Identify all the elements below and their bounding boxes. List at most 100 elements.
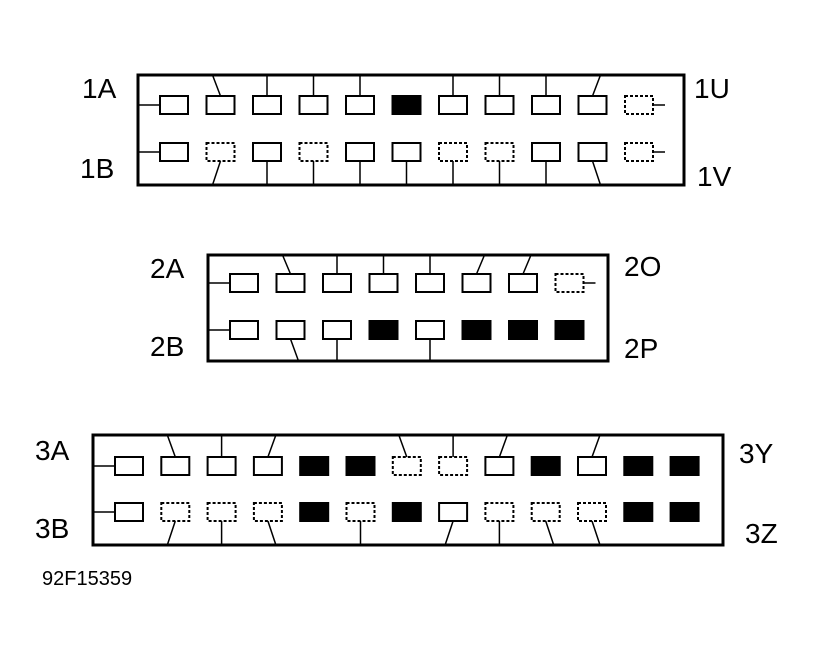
wire-1-top-10 bbox=[591, 74, 602, 97]
cavity-1-top-8 bbox=[484, 95, 515, 115]
connector-1-cavities bbox=[138, 74, 665, 186]
connector-3-cavities bbox=[93, 434, 700, 546]
cavity-3-top-12 bbox=[623, 456, 654, 476]
connector-2-housing bbox=[206, 253, 610, 363]
wire-3-bottom-10 bbox=[544, 520, 555, 546]
cavity-2-top-1 bbox=[229, 273, 259, 293]
wire-2-top-6 bbox=[475, 254, 486, 275]
cavity-2-bottom-2 bbox=[275, 320, 306, 340]
cavity-2-top-3 bbox=[322, 273, 352, 293]
cavity-1-bottom-3 bbox=[252, 142, 282, 162]
cavity-3-bottom-12 bbox=[623, 502, 654, 522]
cavity-3-top-13 bbox=[669, 456, 700, 476]
wire-3-top-4 bbox=[267, 434, 277, 458]
connector-1-housing bbox=[136, 73, 686, 187]
connector-3: 3A 3B 3Y 3Z bbox=[35, 433, 778, 549]
wire-1-bottom-2 bbox=[211, 160, 222, 186]
cavity-3-bottom-3 bbox=[206, 502, 237, 522]
label-3z: 3Z bbox=[745, 518, 778, 549]
connector-1: 1A 1B 1U 1V bbox=[80, 73, 732, 192]
cavity-1-top-6 bbox=[391, 95, 422, 115]
cavity-1-top-3 bbox=[252, 95, 282, 115]
cavity-2-top-6 bbox=[461, 273, 492, 293]
label-3a: 3A bbox=[35, 435, 70, 466]
figure-id: 92F15359 bbox=[42, 568, 132, 590]
cavity-3-top-1 bbox=[114, 456, 144, 476]
wire-2-top-2 bbox=[281, 254, 292, 275]
cavity-3-bottom-1 bbox=[114, 502, 144, 522]
wire-3-bottom-4 bbox=[267, 520, 277, 546]
cavity-3-bottom-8 bbox=[438, 502, 469, 522]
label-1a: 1A bbox=[82, 73, 117, 104]
cavity-2-top-8 bbox=[554, 273, 585, 293]
cavity-2-bottom-4 bbox=[368, 320, 399, 340]
cavity-3-top-9 bbox=[484, 456, 515, 476]
cavity-3-bottom-11 bbox=[577, 502, 607, 522]
wire-1-top-2 bbox=[211, 74, 222, 97]
cavity-3-top-2 bbox=[160, 456, 191, 476]
wire-3-top-2 bbox=[166, 434, 177, 458]
cavity-3-bottom-4 bbox=[252, 502, 283, 522]
cavity-1-bottom-7 bbox=[438, 142, 468, 162]
connector-2-cavities bbox=[208, 254, 596, 362]
cavity-1-top-11 bbox=[624, 95, 654, 115]
cavity-3-bottom-2 bbox=[160, 502, 191, 522]
cavity-3-top-4 bbox=[252, 456, 283, 476]
wire-3-top-11 bbox=[591, 434, 601, 458]
cavity-3-bottom-10 bbox=[530, 502, 561, 522]
cavity-1-bottom-10 bbox=[577, 142, 608, 162]
cavity-3-top-6 bbox=[345, 456, 376, 476]
wire-1-bottom-10 bbox=[591, 160, 602, 186]
label-3b: 3B bbox=[35, 513, 69, 544]
cavity-3-bottom-5 bbox=[299, 502, 330, 522]
cavity-1-bottom-2 bbox=[205, 142, 236, 162]
cavity-2-top-2 bbox=[275, 273, 306, 293]
cavity-3-top-11 bbox=[577, 456, 607, 476]
wire-2-top-7 bbox=[522, 254, 532, 275]
cavity-1-bottom-4 bbox=[298, 142, 329, 162]
cavity-3-top-10 bbox=[530, 456, 561, 476]
wire-2-bottom-2 bbox=[289, 338, 300, 362]
cavity-3-top-3 bbox=[206, 456, 237, 476]
cavity-1-top-5 bbox=[345, 95, 375, 115]
wire-3-top-9 bbox=[498, 434, 509, 458]
label-1b: 1B bbox=[80, 153, 114, 184]
cavity-1-bottom-11 bbox=[624, 142, 654, 162]
label-1u: 1U bbox=[694, 73, 730, 104]
cavity-2-bottom-1 bbox=[229, 320, 259, 340]
cavity-2-bottom-6 bbox=[461, 320, 492, 340]
cavity-1-bottom-1 bbox=[159, 142, 189, 162]
connector-2: 2A 2B 2O 2P bbox=[150, 251, 661, 364]
cavity-2-bottom-7 bbox=[508, 320, 538, 340]
cavity-1-bottom-9 bbox=[531, 142, 561, 162]
cavity-2-top-7 bbox=[508, 273, 538, 293]
cavity-2-bottom-8 bbox=[554, 320, 585, 340]
wire-3-bottom-11 bbox=[591, 520, 601, 546]
cavity-3-bottom-6 bbox=[345, 502, 376, 522]
cavity-2-bottom-5 bbox=[415, 320, 445, 340]
cavity-3-top-7 bbox=[391, 456, 422, 476]
cavity-1-top-2 bbox=[205, 95, 236, 115]
cavity-3-bottom-9 bbox=[484, 502, 515, 522]
cavity-2-top-4 bbox=[368, 273, 399, 293]
cavity-1-bottom-6 bbox=[391, 142, 422, 162]
cavity-3-top-5 bbox=[299, 456, 330, 476]
cavity-3-top-8 bbox=[438, 456, 469, 476]
label-2b: 2B bbox=[150, 331, 184, 362]
connector-3-housing bbox=[91, 433, 725, 547]
cavity-1-top-1 bbox=[159, 95, 189, 115]
label-3y: 3Y bbox=[739, 438, 774, 469]
wire-3-top-7 bbox=[398, 434, 408, 458]
wire-3-bottom-2 bbox=[166, 520, 177, 546]
cavity-3-bottom-13 bbox=[669, 502, 700, 522]
label-2o: 2O bbox=[624, 251, 661, 282]
cavity-1-bottom-5 bbox=[345, 142, 375, 162]
wire-3-bottom-8 bbox=[444, 520, 454, 546]
cavity-1-top-7 bbox=[438, 95, 468, 115]
cavity-1-top-4 bbox=[298, 95, 329, 115]
label-1v: 1V bbox=[697, 161, 732, 192]
cavity-3-bottom-7 bbox=[391, 502, 422, 522]
cavity-1-top-9 bbox=[531, 95, 561, 115]
label-2a: 2A bbox=[150, 253, 185, 284]
